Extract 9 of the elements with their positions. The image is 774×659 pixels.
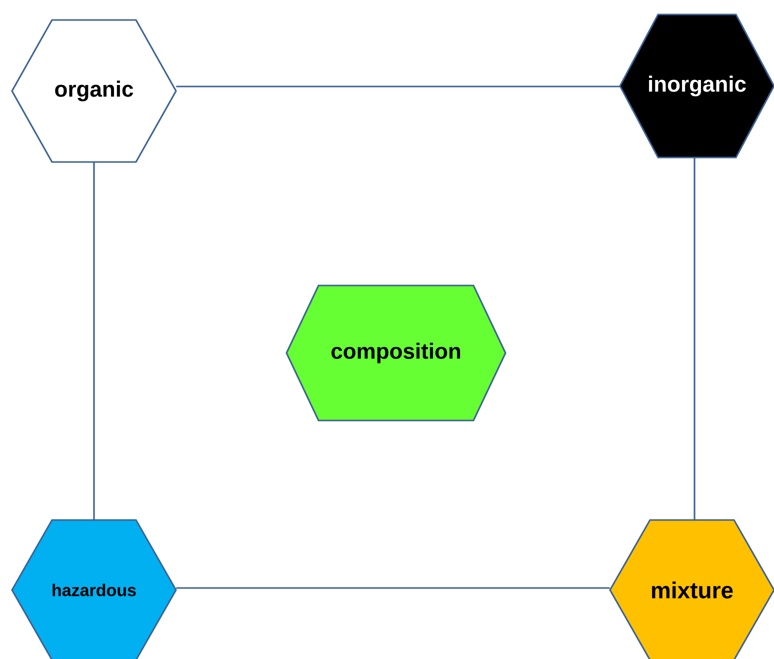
hexagon: hazardous bbox=[11, 519, 177, 659]
hexagon: mixture bbox=[609, 519, 774, 659]
connector-line bbox=[93, 162, 95, 520]
connector-line bbox=[694, 158, 696, 520]
hexagon: inorganic bbox=[619, 14, 774, 158]
connector-line bbox=[176, 86, 620, 88]
hexagon: organic bbox=[11, 19, 177, 163]
hexagon: composition bbox=[286, 284, 506, 422]
connector-line bbox=[176, 587, 610, 589]
